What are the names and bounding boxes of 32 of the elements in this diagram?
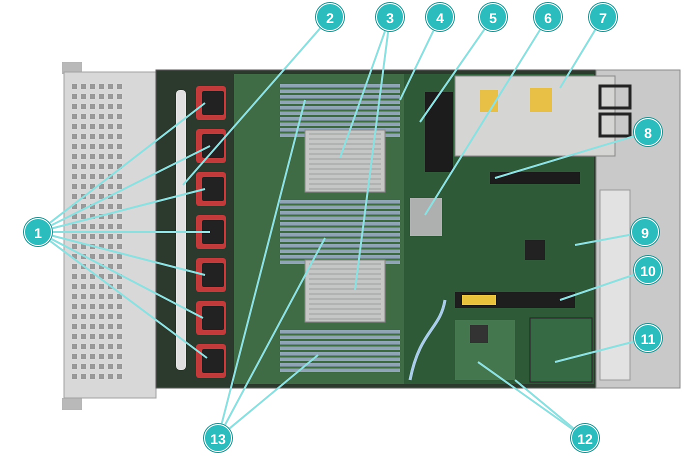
callout-number: 13 [204,424,232,452]
leader-line [560,274,634,301]
leader-line [50,238,204,319]
leader-line [52,234,206,276]
leader-line [559,29,596,89]
leader-line [419,28,486,123]
leader-line [514,379,574,430]
leader-line [220,100,306,424]
leader-line [228,354,319,430]
callout-number: 6 [534,3,562,31]
callout-number: 3 [376,3,404,31]
leader-line [49,102,206,224]
leader-line [574,234,630,246]
leader-line [224,238,326,426]
leader-line [53,231,210,233]
leader-line [52,188,206,230]
callout-number: 4 [426,3,454,31]
callout-number: 7 [589,3,617,31]
callout-number: 2 [316,3,344,31]
leader-line [399,30,434,100]
leader-line [554,340,634,363]
leader-line [49,240,208,359]
leader-line [50,145,210,226]
leader-line [424,29,541,216]
leader-line [494,135,634,179]
leader-line [339,30,386,158]
callout-number: 1 [24,218,52,246]
leader-line [477,361,574,430]
callout-number: 12 [571,424,599,452]
leader-line [182,28,321,186]
callout-number: 5 [479,3,507,31]
leader-line [354,32,390,290]
